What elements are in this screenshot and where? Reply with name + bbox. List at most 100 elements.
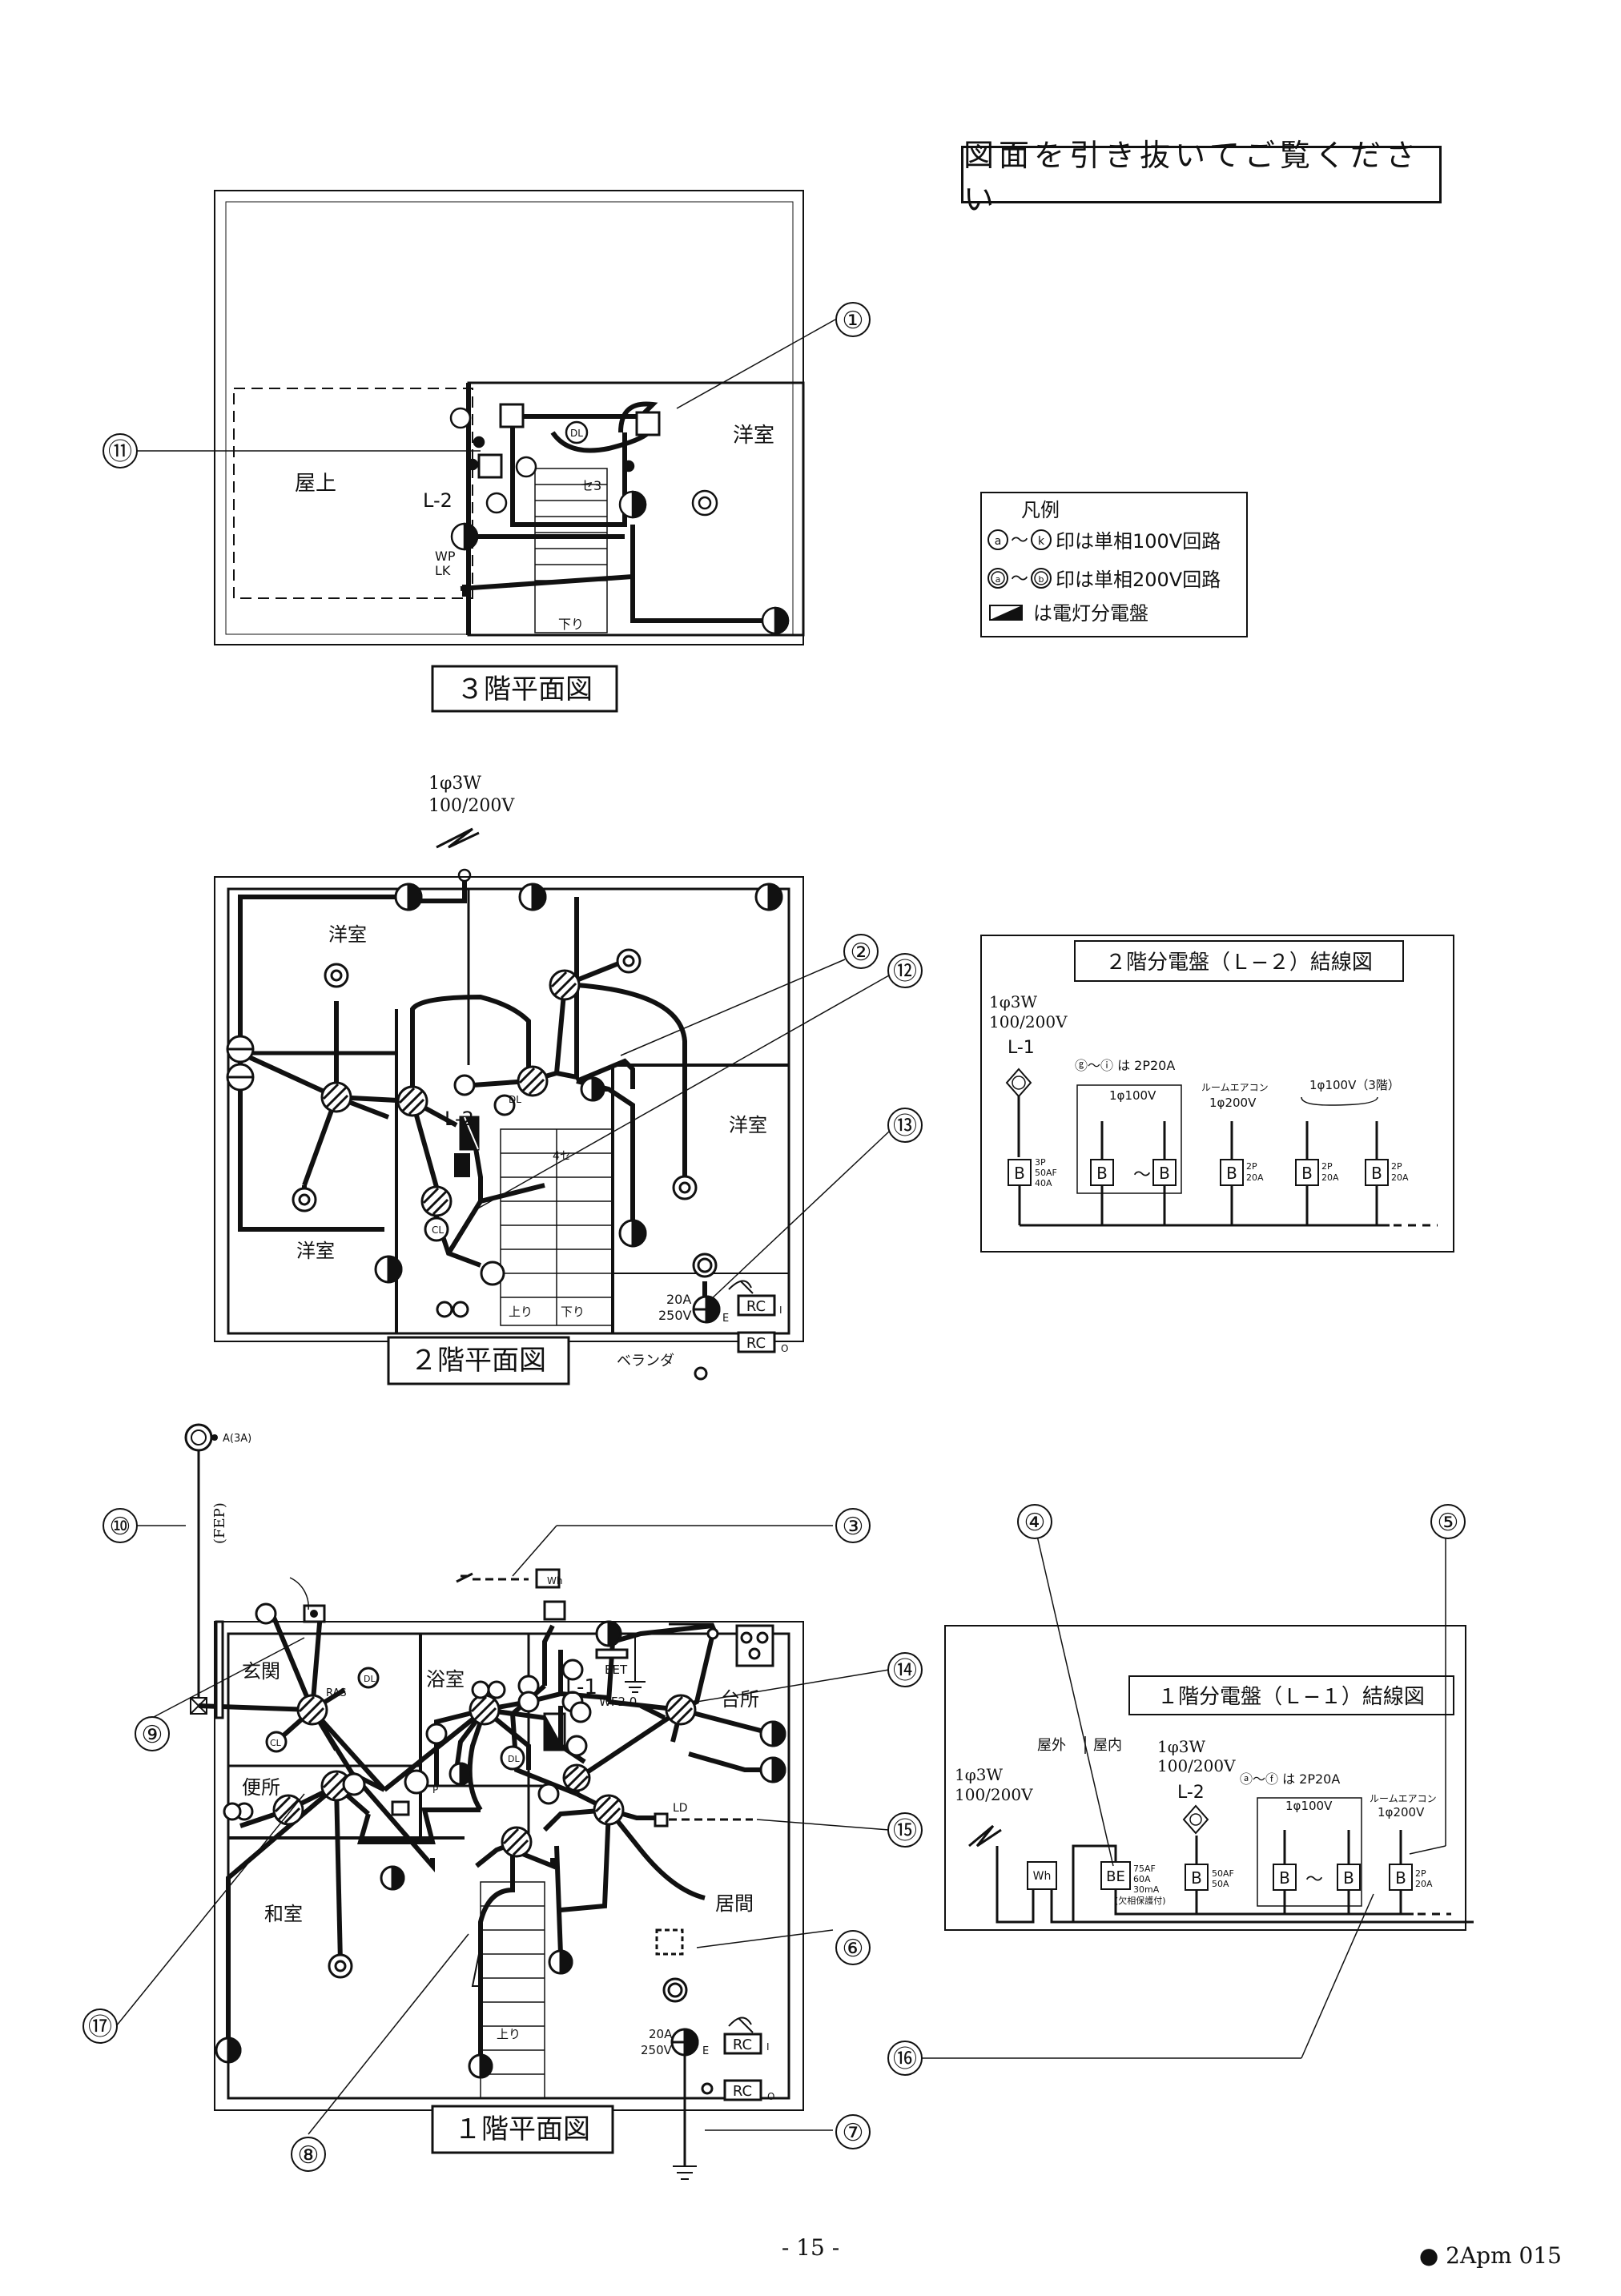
panel-l1-b-feed: B — [1191, 1868, 1202, 1888]
panel-l2-j-1: 2P — [1321, 1161, 1333, 1172]
panel-l1-be-2: 60A — [1133, 1874, 1151, 1884]
room-rooftop: 屋上 — [295, 472, 336, 496]
floor3-boxes — [477, 403, 661, 479]
dl-label-1f-b: DL — [508, 1754, 520, 1764]
legend-sym-aa: a — [996, 574, 1001, 585]
panel-l2-ac-2: 20A — [1246, 1172, 1264, 1183]
panel-l2-b1: B — [1096, 1164, 1108, 1183]
page-number: - 15 - — [781, 2234, 840, 2261]
cl-label-2f: CL — [432, 1224, 444, 1236]
panel-l1-b2: B — [1343, 1868, 1354, 1888]
panel-l2-supply-1: 1φ3W — [989, 992, 1037, 1011]
outlet-2f-rating-2: 250V — [658, 1308, 692, 1323]
panel-l1-supply-in-1: 1φ3W — [1157, 1737, 1205, 1756]
floor3-title-box — [431, 665, 618, 713]
callout-leaders — [115, 319, 1446, 2135]
panel-l2-b2: B — [1159, 1164, 1170, 1183]
outlet-1f-rating-1: 20A — [649, 2027, 673, 2041]
panel-l2-group3: 1φ100V（3階） — [1309, 1078, 1400, 1092]
panel-l2-j-2: 20A — [1321, 1172, 1339, 1183]
panel-l1-inside: 屋内 — [1093, 1737, 1122, 1754]
callout-4: ④ — [1024, 1509, 1046, 1537]
panel-l2-k-1: 2P — [1391, 1161, 1402, 1172]
ld-label: LD — [673, 1802, 688, 1815]
panel-l1-outside: 屋外 — [1037, 1737, 1066, 1754]
panel-l2-main-2: 50AF — [1035, 1168, 1057, 1178]
legend-sym-bb: b — [1039, 574, 1044, 585]
panel-l2-tilde: 〜 — [1133, 1165, 1151, 1185]
panel-l2-main-3: 40A — [1035, 1178, 1052, 1188]
dl-label-2f: DL — [509, 1094, 521, 1105]
floor3-title: ３階平面図 — [457, 674, 593, 706]
outlet-2f-e: E — [722, 1313, 729, 1325]
panel-l2-feed: L-1 — [1008, 1038, 1035, 1058]
fep-label: (FEP) — [211, 1502, 228, 1544]
rc-o-1f: O — [767, 2091, 774, 2102]
room-kitchen: 台所 — [721, 1688, 759, 1711]
floor2-stairs — [500, 1128, 613, 1326]
legend-line2: 印は単相200V回路 — [1056, 569, 1221, 591]
legend-line3: は電灯分電盤 — [1033, 602, 1148, 625]
panel-l1-aircon-v: 1φ200V — [1378, 1805, 1425, 1820]
callout-markers — [82, 302, 1466, 2172]
eet-label: EET — [605, 1663, 628, 1677]
se4-label: 4セ — [553, 1150, 571, 1163]
callout-2: ② — [851, 939, 872, 967]
floor1-title: １階平面図 — [454, 2113, 590, 2145]
panel-l1-be: BE — [1106, 1868, 1125, 1885]
panel-l2-aircon: ルームエアコン — [1201, 1082, 1269, 1093]
rooftop-boundary — [233, 388, 473, 599]
panel-l1-wh: Wh — [1033, 1870, 1052, 1883]
callout-16: ⑯ — [893, 2045, 917, 2073]
floor2-title: ２階平面図 — [410, 1345, 546, 1377]
floor3-plan: 屋上 洋室 — [214, 190, 805, 713]
panel-l1-supply-in-2: 100/200V — [1157, 1756, 1236, 1775]
legend-tilde-1: 〜 — [1011, 531, 1028, 551]
floor1-title-box — [431, 2105, 614, 2154]
stairs-down-3f: 下り — [558, 617, 584, 632]
panel-l1-title: １階分電盤（Ｌ−１）結線図 — [1157, 1685, 1425, 1709]
wp-label: WP — [435, 549, 456, 564]
room-japanese: 和室 — [264, 1903, 303, 1925]
supply-2f-2: 100/200V — [428, 796, 515, 816]
floor2-title-box — [387, 1336, 570, 1385]
rc-indoor-1f: RC — [733, 2037, 752, 2053]
callout-11: ⑪ — [108, 438, 132, 466]
floor2-plan: 1φ3W 100/200V 洋室 洋室 洋室 上り 下り — [214, 774, 804, 1385]
callout-15: ⑮ — [893, 1817, 917, 1845]
callout-13: ⑬ — [893, 1112, 917, 1140]
panel-l1-be-4: (欠相保護付) — [1115, 1895, 1166, 1906]
panel-l2-ac-1: 2P — [1246, 1161, 1257, 1172]
panel-l1-b3: B — [1395, 1868, 1406, 1888]
room-entrance: 玄関 — [242, 1660, 280, 1683]
panel-l2-b5: B — [1371, 1164, 1382, 1183]
panel-l2-label: L-2 — [423, 489, 453, 512]
cl-label-1f: CL — [270, 1738, 282, 1748]
outlet-1f-rating-2: 250V — [641, 2043, 673, 2057]
callout-9: ⑨ — [142, 1721, 163, 1749]
panel-l1-ac-1: 2P — [1415, 1868, 1426, 1879]
rc-indoor-2f: RC — [746, 1298, 766, 1315]
legend-title: 凡例 — [1021, 499, 1060, 521]
supply-2f-1: 1φ3W — [428, 774, 481, 794]
panel-l2-b-main: B — [1014, 1164, 1025, 1183]
stairs-up-2f: 上り — [509, 1305, 533, 1319]
stairs-up-1f: 上り — [497, 2027, 521, 2041]
outlet-1f-e: E — [702, 2045, 709, 2057]
callout-1: ① — [843, 307, 864, 335]
room-toilet: 便所 — [242, 1776, 280, 1799]
se3-label: セ3 — [581, 478, 601, 493]
room-bathroom: 浴室 — [426, 1668, 465, 1691]
meter-label: A(3A) — [223, 1433, 251, 1445]
floor2-fixtures — [226, 883, 783, 1381]
panel-l2-2f-label: L-2 — [444, 1108, 474, 1130]
callout-12: ⑫ — [893, 958, 917, 986]
dl-label-1f-a: DL — [364, 1674, 376, 1684]
callout-10: ⑩ — [110, 1513, 131, 1541]
wf-label: WF2.0 — [599, 1695, 637, 1709]
panel-l1-be-1: 75AF — [1133, 1864, 1156, 1874]
callout-14: ⑭ — [893, 1657, 917, 1685]
floor1-fixtures — [215, 1568, 786, 2180]
panel-l1-feed: L-2 — [1177, 1783, 1205, 1803]
